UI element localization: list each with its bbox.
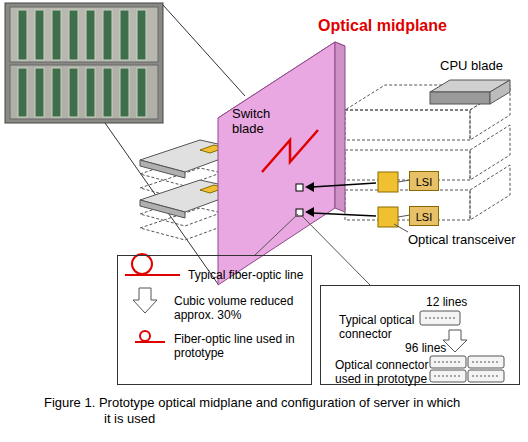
pins [472, 362, 500, 363]
rack-cards [18, 10, 146, 117]
box-text: LSI [410, 210, 438, 224]
arrow-head [305, 182, 314, 192]
arrow [312, 213, 376, 216]
pins [434, 362, 462, 363]
photo-frame [5, 3, 163, 123]
card [35, 68, 44, 117]
rack-shelf [10, 65, 158, 119]
card [103, 10, 112, 60]
fiber-line [135, 341, 165, 343]
connector-icon [430, 356, 466, 368]
cpu-blade-front [430, 92, 490, 104]
port [296, 184, 303, 191]
title-label: Optical midplane [318, 17, 518, 35]
connector-icon [420, 311, 460, 325]
lsi-chip: LSI [409, 206, 439, 226]
pins [472, 376, 500, 377]
cpu-blade-outline [345, 85, 510, 220]
card [52, 68, 61, 117]
switch-blade-edge [140, 200, 185, 218]
card [69, 68, 78, 117]
card [18, 68, 27, 117]
card [69, 10, 78, 60]
dashed-blade [345, 110, 470, 140]
lsi-chip: LSI [409, 171, 439, 191]
optical-wiring [262, 130, 318, 172]
card [103, 68, 112, 117]
fiber-line [125, 274, 180, 276]
card [86, 10, 95, 60]
fiber-loop [140, 331, 150, 341]
connector-pins [425, 318, 455, 319]
arrow-head [305, 207, 314, 217]
card [35, 10, 44, 60]
transceiver [378, 172, 398, 192]
box-text: 12 lines [426, 295, 486, 309]
fiber-note-box: Typical fiber-optic lineCubic volume red… [117, 255, 312, 385]
box-text: 96 lines [405, 341, 465, 355]
leader-line [302, 216, 370, 285]
box-text: Fiber-optic line used in prototype [174, 332, 310, 360]
dashed-blade [345, 150, 470, 180]
arrow [312, 183, 376, 187]
dashed-blade [470, 165, 510, 220]
card [52, 10, 61, 60]
part-label: Switch blade [232, 106, 282, 136]
connector-pins [434, 362, 500, 376]
connector-icon [430, 370, 466, 382]
leader-line [394, 224, 408, 232]
fiber-loop [132, 254, 152, 274]
part-label: Optical transceiver [408, 232, 523, 247]
connector-icon [468, 370, 504, 382]
zoom-line [163, 5, 245, 96]
rack-shelf [10, 7, 158, 62]
card [86, 68, 95, 117]
part-label: CPU blade [440, 58, 528, 73]
switch-blade-edge [140, 160, 185, 178]
card [120, 10, 129, 60]
connector-note-box: Typical optical connector 12 lines 96 line… [320, 285, 520, 385]
down-arrow [133, 288, 157, 313]
dashed-blade [470, 125, 510, 180]
box-text: LSI [410, 175, 438, 189]
box-text: Typical fiber-optic line [188, 268, 328, 282]
midplane [218, 42, 335, 285]
down-arrow [443, 330, 467, 352]
cpu-blade-side [490, 80, 510, 104]
figure-caption: Figure 1. Prototype optical midplane and… [44, 395, 464, 427]
card [137, 10, 146, 60]
card [120, 68, 129, 117]
box-text: Typical optical connector [339, 313, 435, 341]
box-text: Optical connector used in prototype [335, 358, 443, 386]
rack-photo [5, 3, 163, 123]
box-text: Cubic volume reduced approx. 30% [174, 294, 306, 322]
connector-icon [468, 356, 504, 368]
card [137, 68, 146, 117]
leader-line [255, 214, 298, 255]
midplane-edge [335, 42, 345, 212]
pins [434, 376, 462, 377]
card [18, 10, 27, 60]
